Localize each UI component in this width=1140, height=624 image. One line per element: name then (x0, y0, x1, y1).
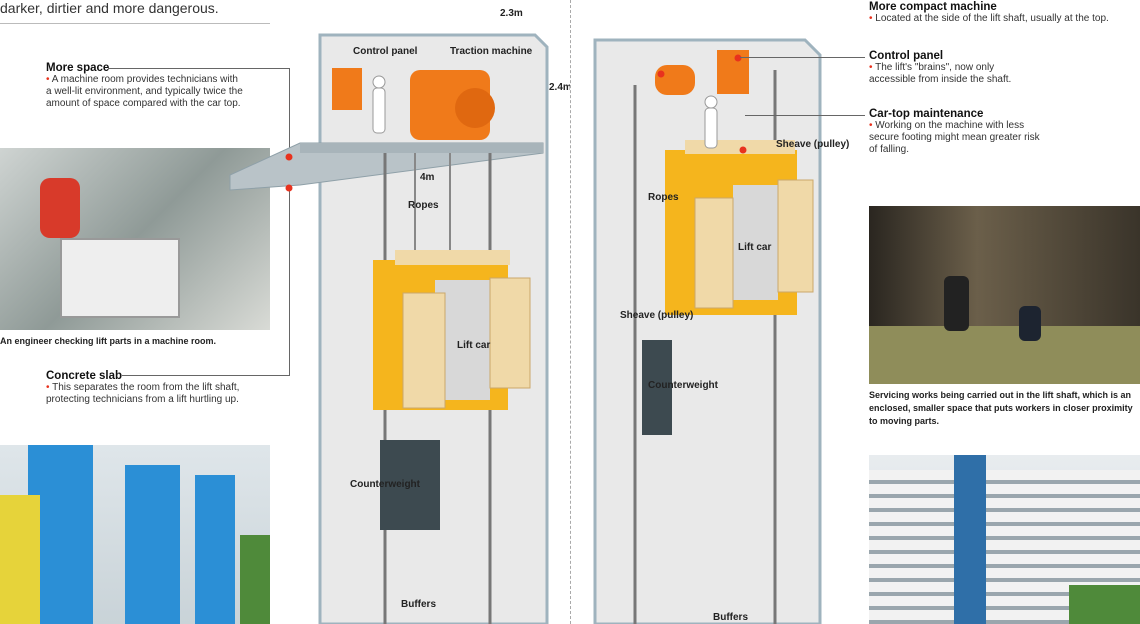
lift-shaft-servicing-photo (869, 206, 1140, 384)
concrete-slab-callout: Concrete slab • This separates the room … (46, 370, 246, 406)
technician-figure (704, 107, 718, 149)
label-lift-car: Lift car (738, 242, 771, 253)
callout-body: A machine room provides technicians with… (46, 74, 243, 109)
worker-figure (1019, 306, 1041, 341)
control-panel (332, 68, 362, 110)
callout-title: More compact machine (869, 1, 997, 13)
section-divider (570, 0, 571, 624)
more-space-callout: More space • A machine room provides tec… (46, 62, 246, 110)
car-top-frame (395, 250, 510, 265)
car-top-callout: Car-top maintenance • Working on the mac… (869, 108, 1049, 156)
photo-caption: Servicing works being carried out in the… (869, 390, 1133, 426)
callout-marker (285, 184, 293, 192)
label-sheave: Sheave (pulley) (620, 310, 693, 321)
technician-figure (372, 87, 386, 134)
technician-head (372, 75, 386, 89)
label: Traction machine (450, 46, 533, 57)
control-panel-callout: Control panel • The lift's "brains", now… (869, 50, 1039, 86)
label-lift-car: Lift car (457, 340, 490, 351)
label: Control panel (353, 46, 418, 57)
label-counterweight: Counterweight (648, 380, 719, 391)
label-buffers: Buffers (401, 599, 436, 610)
label-counterweight: Counterweight (350, 479, 421, 490)
technician-head (704, 95, 718, 109)
label-buffers: Buffers (713, 612, 748, 623)
dimension-width: 2.3m (500, 8, 523, 19)
trees (1069, 585, 1140, 624)
callout-body: The lift's "brains", now only accessible… (869, 62, 1012, 85)
divider (0, 23, 270, 24)
leader-line (108, 68, 290, 69)
callout-body: Located at the side of the lift shaft, u… (875, 13, 1109, 24)
car-door (777, 179, 814, 293)
intro-text: darker, dirtier and more dangerous. (0, 0, 219, 16)
compact-machine (655, 65, 695, 95)
label-ropes: Ropes (408, 200, 439, 211)
dimension-height: 2.4m (549, 82, 570, 93)
machine-room-photo (0, 148, 270, 330)
car-door (489, 277, 531, 389)
slab-edge (300, 143, 543, 153)
machine-roomless-lift-diagram: Ropes Sheave (pulley) Lift car Sheave (p… (593, 38, 849, 624)
leader-line (122, 375, 290, 376)
callout-marker (739, 146, 747, 154)
building (195, 475, 235, 624)
callout-marker (657, 70, 665, 78)
dimension-depth: 4m (420, 172, 435, 183)
photo-caption: An engineer checking lift parts in a mac… (0, 336, 217, 346)
label-traction-machine: Traction machine (450, 46, 533, 57)
engineer-figure (40, 178, 80, 238)
label-ropes: Ropes (648, 192, 679, 203)
car-door (402, 292, 446, 409)
machine-room-lift-diagram: Control panel Traction machine 2.3m 2.4m… (229, 8, 570, 624)
building (125, 465, 180, 624)
leader-line (740, 57, 865, 58)
callout-title: Control panel (869, 50, 944, 62)
label-control-panel: Control panel (353, 46, 418, 57)
callout-title: More space (46, 62, 110, 74)
leader-line (745, 115, 865, 116)
hdb-block-photo (869, 455, 1140, 624)
callout-body: This separates the room from the lift sh… (46, 382, 240, 405)
worker-figure (944, 276, 969, 331)
callout-marker (734, 54, 742, 62)
label-sheave-top: Sheave (pulley) (776, 139, 849, 150)
callout-title: Car-top maintenance (869, 108, 984, 120)
callout-marker (285, 153, 293, 161)
callout-title: Concrete slab (46, 370, 123, 382)
car-interior (733, 185, 778, 300)
lift-core (954, 455, 986, 624)
trees (240, 535, 270, 624)
machine-wheel (455, 88, 495, 128)
leader-line (289, 68, 290, 158)
callout-body: Working on the machine with less secure … (869, 120, 1040, 155)
building (0, 495, 40, 624)
counterweight (642, 340, 672, 435)
machinery (60, 238, 180, 318)
hdb-blocks-photo (0, 445, 270, 624)
counterweight (380, 440, 440, 530)
leader-line (289, 188, 290, 376)
car-top-platform (869, 326, 1140, 384)
compact-machine-callout: More compact machine • Located at the si… (869, 1, 1139, 25)
car-door (694, 197, 734, 309)
